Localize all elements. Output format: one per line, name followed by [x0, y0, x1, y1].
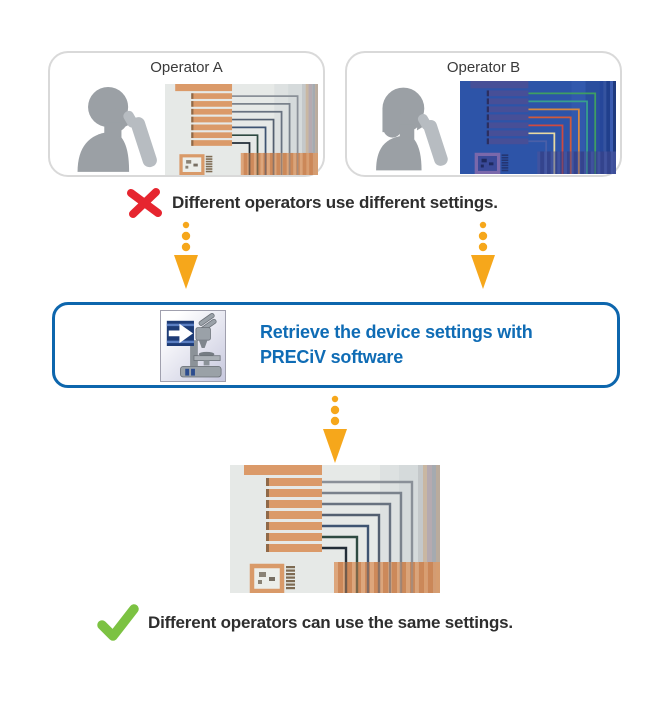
problem-text: Different operators use different settin… [172, 193, 498, 212]
dotted-down-arrow-icon [471, 221, 495, 289]
male-operator-silhouette [77, 86, 159, 172]
female-operator-silhouette [376, 87, 450, 171]
preciv-software-microscope-icon [160, 310, 226, 382]
cross-icon [127, 188, 162, 218]
operator-b-card: Operator B [345, 51, 622, 177]
operator-a-card: Operator A [48, 51, 325, 177]
dotted-down-arrow-icon [174, 221, 198, 289]
result-text: Different operators can use the same set… [148, 613, 513, 632]
solution-line-2: PRECiV software [260, 347, 404, 367]
operator-b-micrograph [460, 81, 616, 174]
preciv-solution-box: Retrieve the device settings with PRECiV… [52, 302, 620, 388]
solution-text: Retrieve the device settings with PRECiV… [260, 305, 533, 385]
problem-statement: Different operators use different settin… [126, 186, 498, 220]
operator-a-title: Operator A [150, 59, 223, 76]
result-statement: Different operators can use the same set… [96, 602, 513, 644]
result-micrograph [230, 465, 440, 593]
operator-a-micrograph [165, 84, 318, 175]
solution-line-1: Retrieve the device settings with [260, 322, 533, 342]
check-icon [97, 604, 139, 641]
operator-b-title: Operator B [446, 59, 521, 76]
dotted-down-arrow-icon [323, 395, 347, 463]
